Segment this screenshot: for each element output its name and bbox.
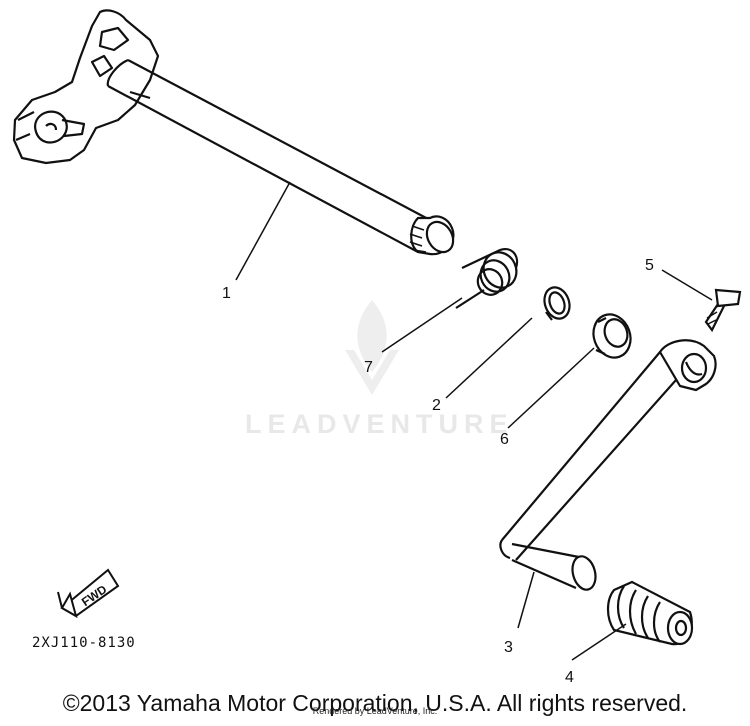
callout-5: 5 xyxy=(645,257,654,274)
leader-7 xyxy=(381,297,463,353)
leader-1 xyxy=(235,181,291,281)
circlip xyxy=(543,286,571,321)
fwd-arrow: FWD xyxy=(57,568,120,619)
callout-6: 6 xyxy=(500,431,509,448)
copyright-notice: ©2013 Yamaha Motor Corporation, U.S.A. A… xyxy=(62,690,688,716)
callout-4: 4 xyxy=(565,669,574,686)
return-spring xyxy=(455,248,519,309)
callouts: 1 2 3 4 5 6 7 xyxy=(222,257,654,686)
leader-lines xyxy=(235,181,713,661)
oil-seal xyxy=(592,313,632,359)
lever-rubber xyxy=(606,580,694,646)
callout-1: 1 xyxy=(222,285,231,302)
callout-7: 7 xyxy=(364,359,373,376)
watermark-text: LEADVENTURE xyxy=(245,409,514,439)
leader-6 xyxy=(507,347,595,429)
leader-5 xyxy=(661,269,713,301)
shift-lever xyxy=(499,339,717,591)
shift-shaft xyxy=(12,9,455,256)
rendered-by-note: Rendered by LeadVenture, Inc. xyxy=(312,706,438,716)
callout-3: 3 xyxy=(504,639,513,656)
fwd-label: FWD xyxy=(79,582,110,609)
leader-2 xyxy=(445,317,533,399)
leader-4 xyxy=(571,623,627,661)
callout-2: 2 xyxy=(432,397,441,414)
pinch-bolt xyxy=(704,288,742,333)
leader-3 xyxy=(517,571,535,629)
diagram-code: 2XJ110-8130 xyxy=(32,635,136,651)
leadventure-watermark: LEADVENTURE xyxy=(245,300,514,439)
